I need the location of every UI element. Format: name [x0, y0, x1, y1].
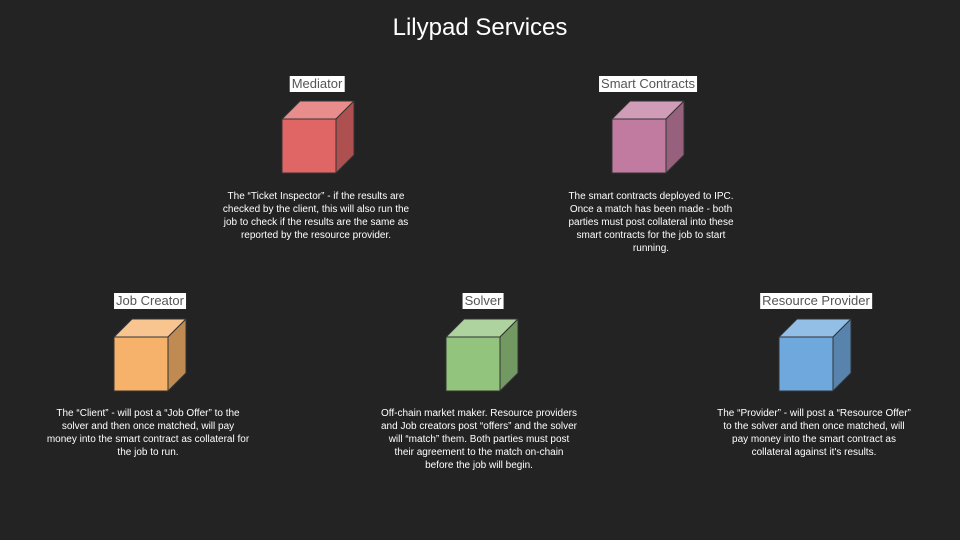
solver-cube-icon: [445, 318, 519, 392]
job-creator-label: Job Creator: [114, 293, 186, 309]
solver-description: Off-chain market maker. Resource provide…: [380, 408, 578, 471]
mediator-label: Mediator: [289, 76, 345, 92]
mediator-cube-icon: [281, 100, 355, 174]
solver-label: Solver: [462, 293, 504, 309]
resource-provider-cube-icon: [778, 318, 852, 392]
job-creator-cube-icon: [113, 318, 187, 392]
job-creator-description: The “Client” - will post a “Job Offer” t…: [46, 408, 250, 458]
smart-contracts-label: Smart Contracts: [599, 76, 697, 92]
smart-contracts-cube-icon: [611, 100, 685, 174]
smart-contracts-description: The smart contracts deployed to IPC. Onc…: [568, 191, 734, 254]
resource-provider-label: Resource Provider: [760, 293, 872, 309]
resource-provider-description: The “Provider” - will post a “Resource O…: [717, 408, 911, 458]
mediator-description: The “Ticket Inspector” - if the results …: [222, 191, 410, 241]
diagram-title: Lilypad Services: [392, 14, 568, 41]
